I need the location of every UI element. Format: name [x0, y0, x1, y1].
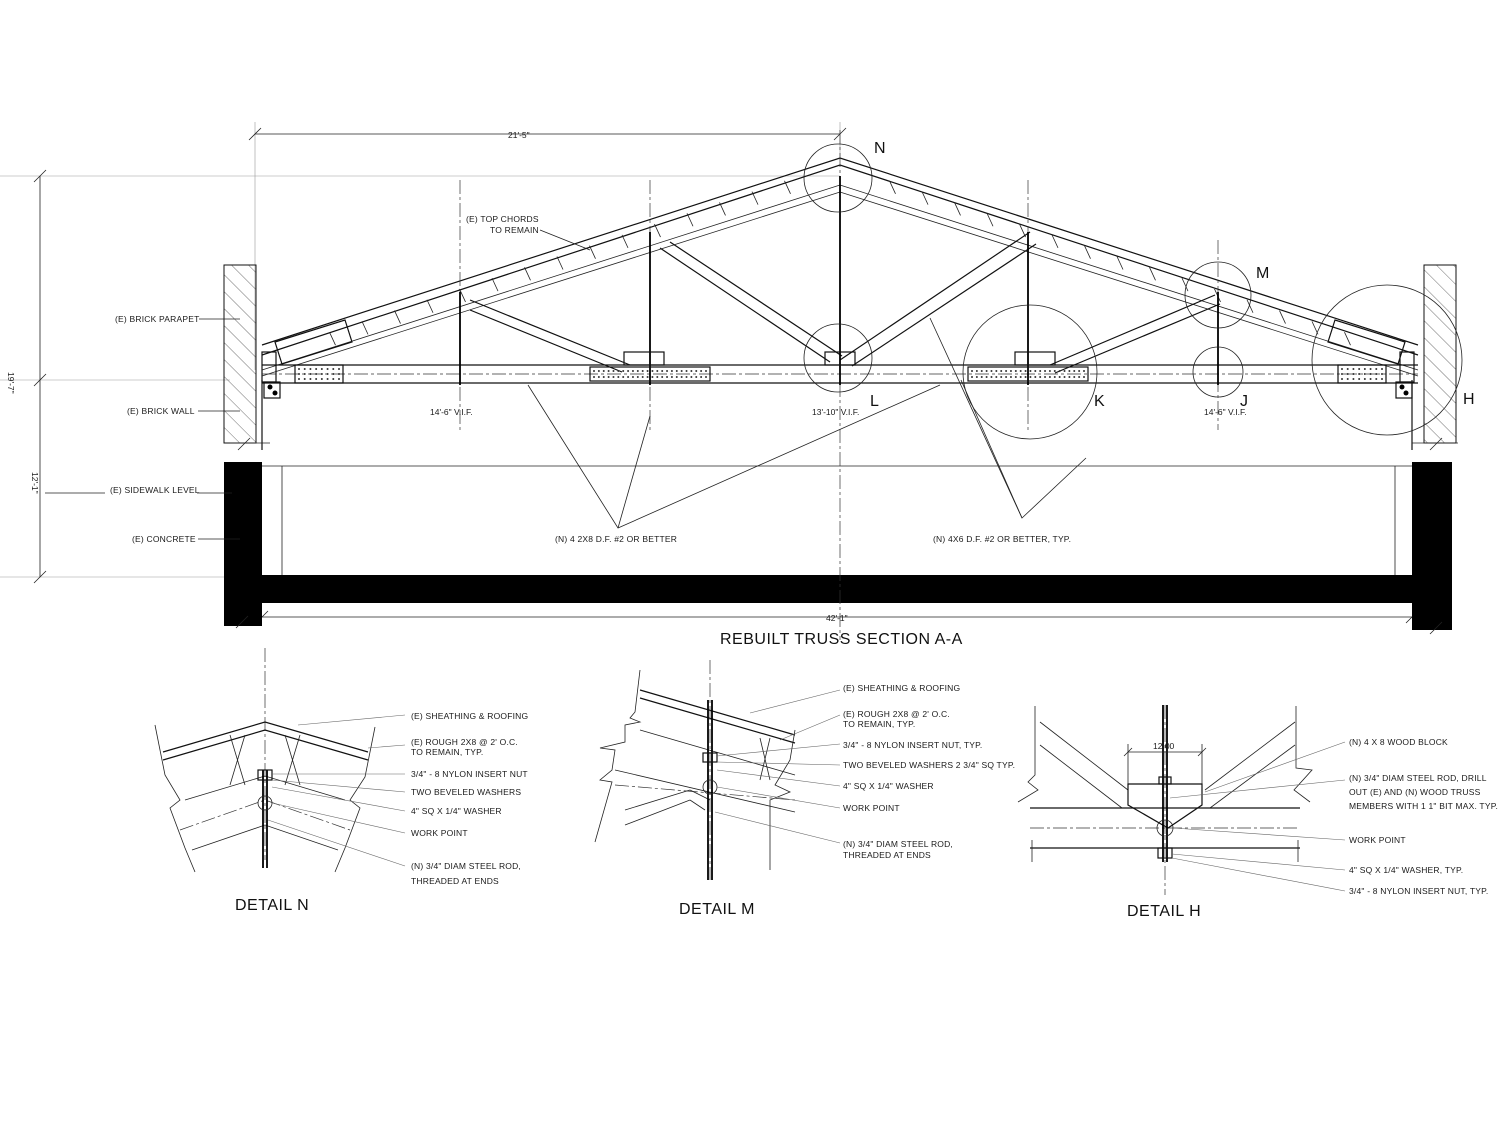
detail-h-note-4: MEMBERS WITH 1 1" BIT MAX. TYP. — [1349, 801, 1498, 811]
detail-tag-l: L — [870, 393, 879, 410]
note-concrete: (E) CONCRETE — [132, 534, 196, 544]
detail-m-note-3: TO REMAIN, TYP. — [843, 719, 915, 729]
dim-center-bay: 13'-10" V.I.F. — [812, 407, 859, 417]
detail-m-note-6: 4" SQ X 1/4" WASHER — [843, 781, 934, 791]
detail-n-note-4: 3/4" - 8 NYLON INSERT NUT — [411, 769, 528, 779]
detail-tag-j: J — [1240, 393, 1248, 410]
note-sidewalk-level: (E) SIDEWALK LEVEL — [110, 485, 200, 495]
detail-m-note-4: 3/4" - 8 NYLON INSERT NUT, TYP. — [843, 740, 982, 750]
detail-m-title: DETAIL M — [679, 901, 755, 918]
detail-h-note-6: 4" SQ X 1/4" WASHER, TYP. — [1349, 865, 1463, 875]
detail-n-note-5: TWO BEVELED WASHERS — [411, 787, 521, 797]
detail-m: (E) SHEATHING & ROOFING (E) ROUGH 2X8 @ … — [594, 660, 1015, 918]
note-web-4x6: (N) 4X6 D.F. #2 OR BETTER, TYP. — [933, 534, 1071, 544]
detail-n-note-1: (E) SHEATHING & ROOFING — [411, 711, 528, 721]
section-title: REBUILT TRUSS SECTION A-A — [720, 631, 963, 648]
detail-m-note-7: WORK POINT — [843, 803, 900, 813]
steel-rods — [264, 130, 1219, 860]
detail-h-dim: 12.00 — [1153, 741, 1175, 751]
roof-purlin-ticks — [329, 180, 1351, 346]
dim-half-span: 21'-5" — [508, 130, 530, 140]
detail-h-note-2: (N) 3/4" DIAM STEEL ROD, DRILL — [1349, 773, 1487, 783]
dim-left-bay: 14'-6" V.I.F. — [430, 407, 473, 417]
detail-m-note-8: (N) 3/4" DIAM STEEL ROD, — [843, 839, 953, 849]
detail-circles — [803, 143, 1463, 440]
wood-blocks — [623, 351, 1056, 366]
detail-h-title: DETAIL H — [1127, 903, 1201, 920]
detail-m-note-2: (E) ROUGH 2X8 @ 2' O.C. — [843, 709, 950, 719]
dimension-lines — [0, 122, 1419, 624]
detail-tag-h: H — [1463, 391, 1475, 408]
main-section: 21'-5" 42'-1" 19'-7" 12'-1" — [0, 122, 1475, 860]
splice-plates — [294, 364, 1387, 384]
detail-n-note-6: 4" SQ X 1/4" WASHER — [411, 806, 502, 816]
detail-h-note-1: (N) 4 X 8 WOOD BLOCK — [1349, 737, 1448, 747]
heel-plates — [261, 319, 1415, 399]
detail-n-note-9: THREADED AT ENDS — [411, 876, 499, 886]
detail-tag-k: K — [1094, 393, 1105, 410]
concrete-structure — [224, 462, 1452, 635]
note-brick-wall: (E) BRICK WALL — [127, 406, 195, 416]
note-top-chords-1: (E) TOP CHORDS — [466, 214, 539, 224]
web-members — [469, 231, 1221, 374]
note-top-chords-2: TO REMAIN — [490, 225, 539, 235]
dim-overall-span: 42'-1" — [826, 613, 848, 623]
note-bottom-2x8: (N) 4 2X8 D.F. #2 OR BETTER — [555, 534, 677, 544]
detail-n-note-7: WORK POINT — [411, 828, 468, 838]
detail-h-note-3: OUT (E) AND (N) WOOD TRUSS — [1349, 787, 1481, 797]
detail-m-note-9: THREADED AT ENDS — [843, 850, 931, 860]
detail-h-note-5: WORK POINT — [1349, 835, 1406, 845]
detail-m-note-1: (E) SHEATHING & ROOFING — [843, 683, 960, 693]
dim-right-bay: 14'-6" V.I.F. — [1204, 407, 1247, 417]
detail-n-title: DETAIL N — [235, 897, 309, 914]
leaders-bottom-chord — [527, 317, 1087, 529]
detail-m-note-5: TWO BEVELED WASHERS 2 3/4" SQ TYP. — [843, 760, 1015, 770]
detail-tag-n: N — [874, 140, 886, 157]
detail-tag-m: M — [1256, 265, 1269, 282]
detail-h: 12.00 (N) 4 X 8 WOOD BLOCK (N) 3/4" DIAM… — [1017, 705, 1498, 920]
left-note-leaders — [45, 318, 240, 540]
detail-n-note-2: (E) ROUGH 2X8 @ 2' O.C. — [411, 737, 518, 747]
detail-n-note-8: (N) 3/4" DIAM STEEL ROD, — [411, 861, 521, 871]
brick-walls — [223, 264, 1458, 451]
dim-wall-height: 12'-1" — [30, 472, 40, 494]
note-brick-parapet: (E) BRICK PARAPET — [115, 314, 199, 324]
detail-h-note-7: 3/4" - 8 NYLON INSERT NUT, TYP. — [1349, 886, 1488, 896]
leader-top-chords — [539, 229, 591, 251]
dim-total-height: 19'-7" — [6, 372, 16, 394]
detail-n: (E) SHEATHING & ROOFING (E) ROUGH 2X8 @ … — [154, 711, 528, 914]
detail-n-note-3: TO REMAIN, TYP. — [411, 747, 483, 757]
